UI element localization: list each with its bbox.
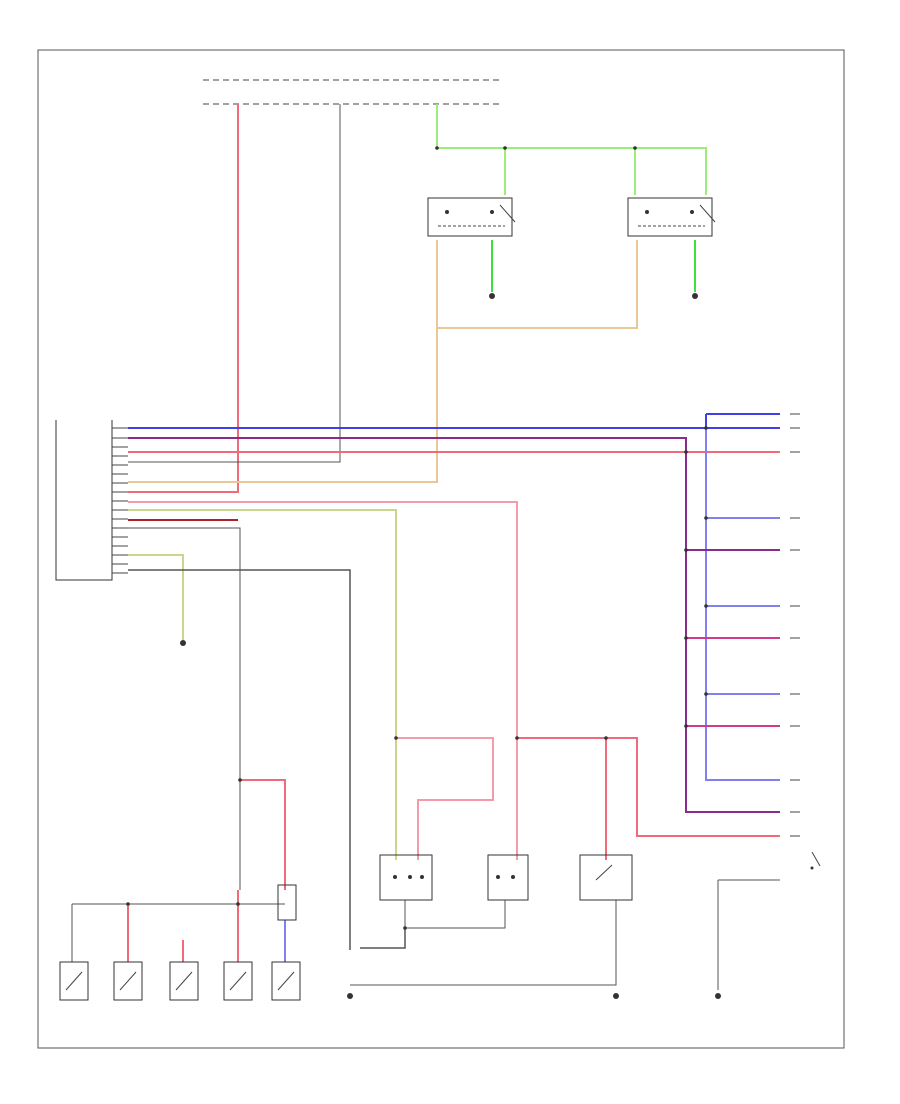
control-module-outline bbox=[55, 420, 113, 581]
right-terminal-marks bbox=[790, 413, 800, 837]
wire-purple-bus bbox=[128, 437, 780, 813]
wire-green-fuse bbox=[436, 104, 707, 195]
splice-points bbox=[126, 146, 708, 930]
wire-red-fuse-to-module bbox=[128, 104, 239, 493]
switch-4 bbox=[223, 961, 253, 1001]
wires bbox=[71, 104, 780, 990]
wire-tan-relay-2 bbox=[437, 240, 638, 329]
wire-red-switch-top bbox=[240, 779, 286, 890]
switch-2 bbox=[113, 961, 143, 1001]
wire-pink-module-to-relay bbox=[128, 501, 518, 860]
wire-tan-relay-loop bbox=[128, 240, 438, 483]
wire-blue-bus-2 bbox=[705, 413, 780, 428]
switch-1 bbox=[59, 961, 89, 1001]
ground-icon bbox=[180, 293, 721, 999]
diagram-frame bbox=[37, 49, 845, 1049]
relay-lower-2 bbox=[487, 854, 529, 901]
wire-gray-fuse-to-module bbox=[128, 104, 341, 463]
wire-lightblue-right bbox=[705, 428, 780, 781]
wire-gray-switch-ground bbox=[350, 900, 617, 986]
relay-upper-left bbox=[427, 197, 516, 237]
wire-red-relay-loop bbox=[517, 737, 780, 837]
module-pin-rows bbox=[112, 427, 128, 574]
wire-gray-relay-bottom bbox=[404, 900, 506, 929]
relay-lower-1 bbox=[379, 854, 433, 901]
wire-gray-relay-ground bbox=[360, 928, 406, 949]
relay-upper-right bbox=[627, 197, 716, 237]
wire-yellowgreen-ground bbox=[128, 554, 184, 640]
wire-gray-long bbox=[128, 569, 351, 950]
switch-5 bbox=[271, 961, 301, 1001]
door-switch bbox=[810, 851, 821, 870]
wire-gray-module-down bbox=[128, 527, 241, 890]
wire-tan-module-to-relay bbox=[128, 509, 397, 860]
wire-pink-relay-bridge bbox=[396, 737, 494, 860]
resistor-module bbox=[277, 884, 297, 921]
switch-3 bbox=[169, 961, 199, 1001]
relay-lower-3 bbox=[579, 854, 633, 901]
